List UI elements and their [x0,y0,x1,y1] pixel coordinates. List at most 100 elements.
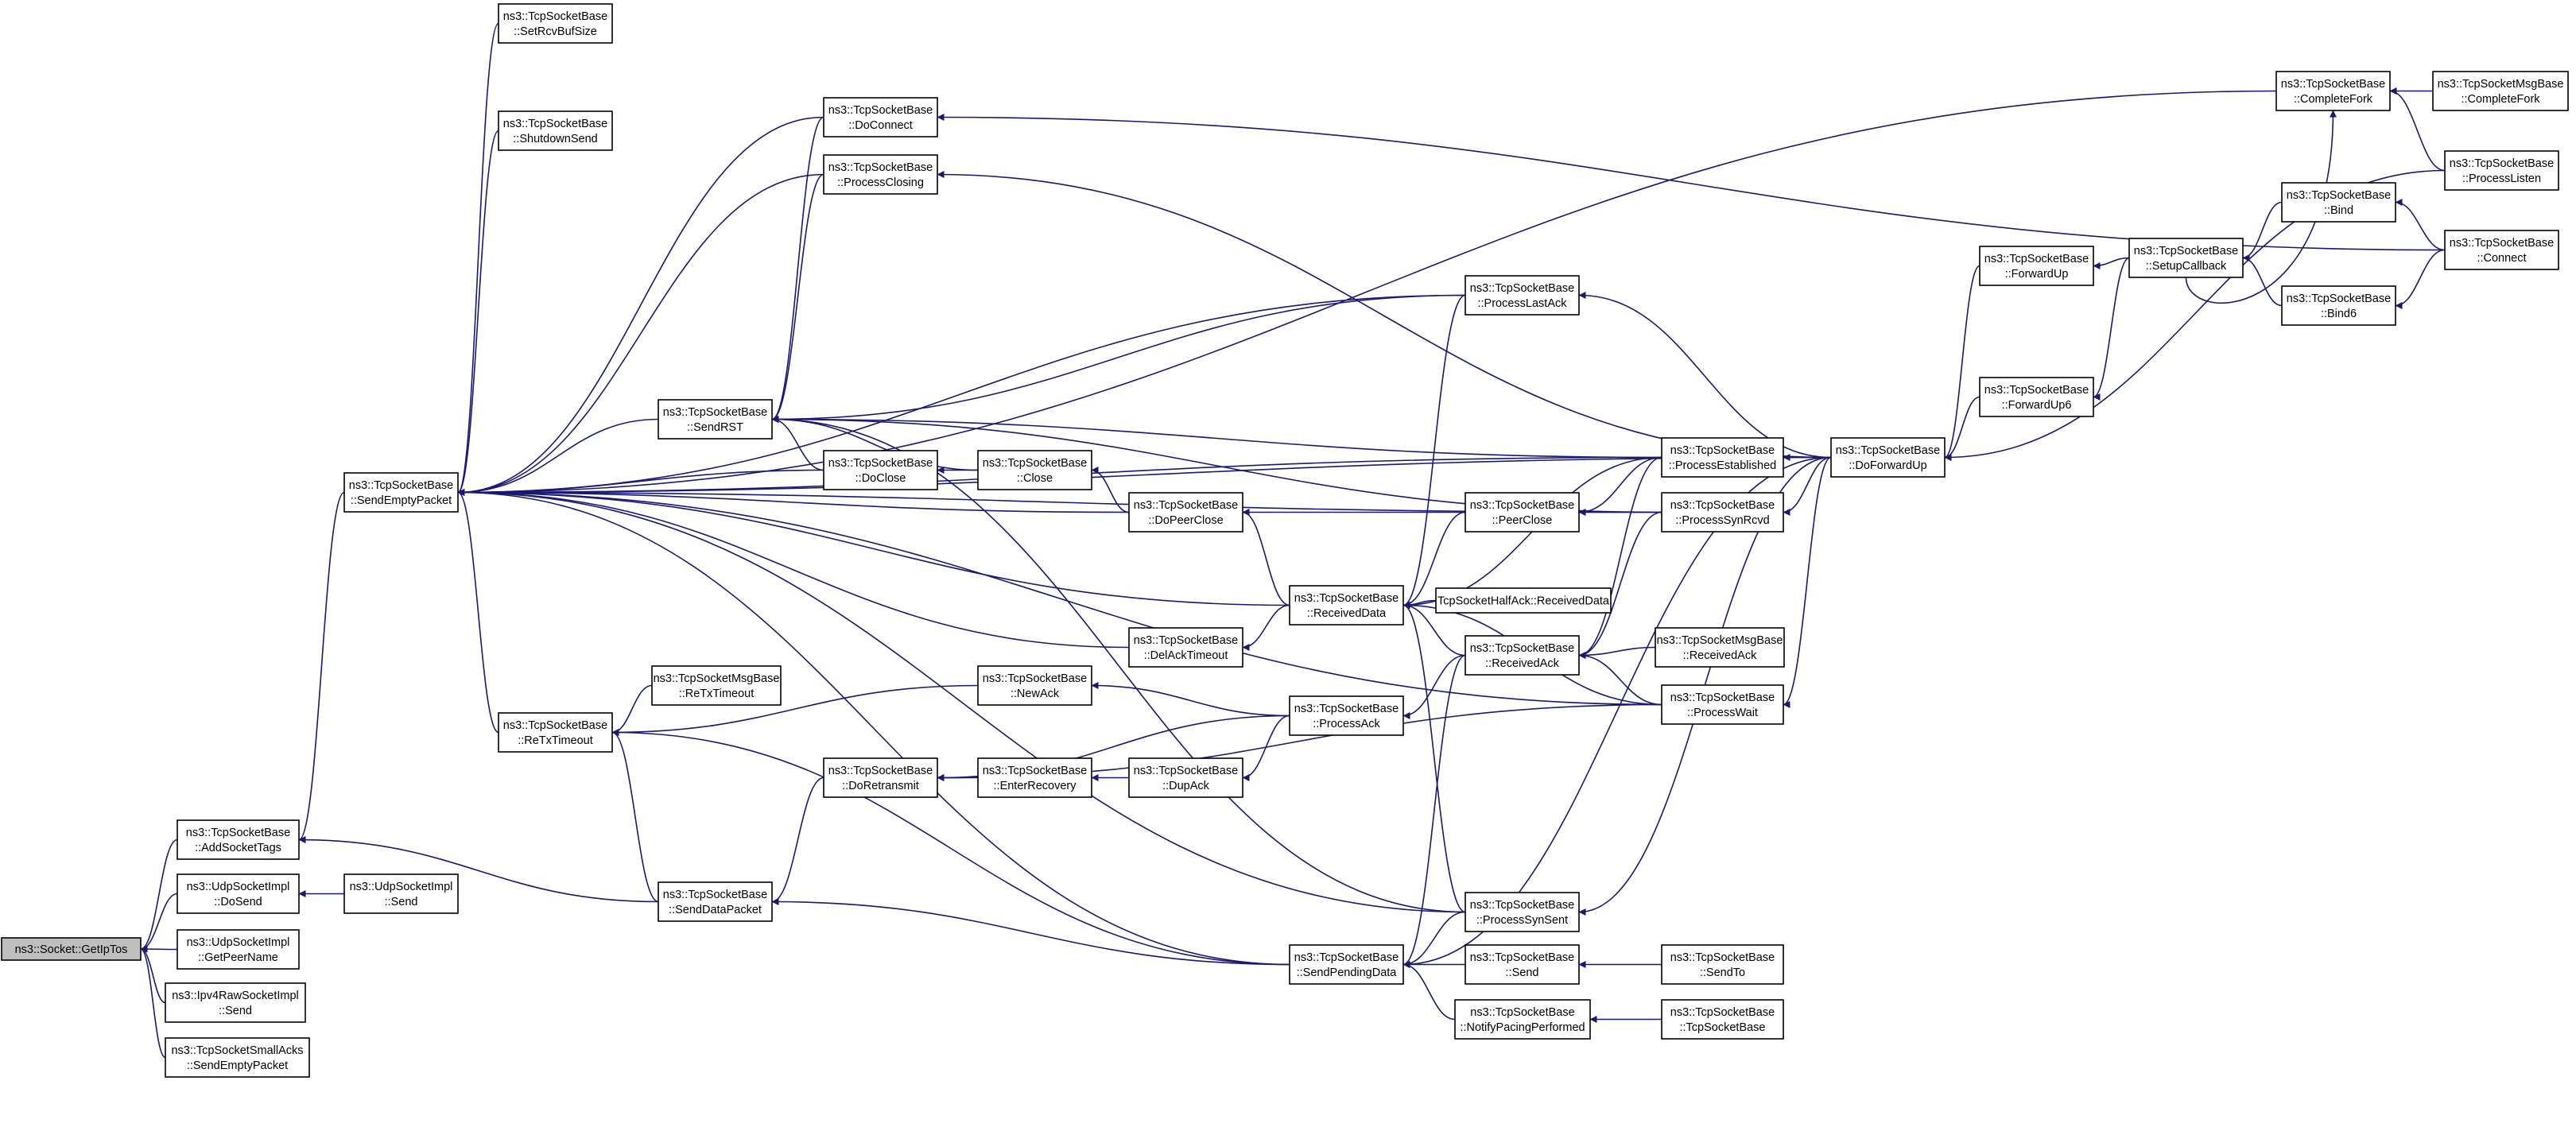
node-notifypacingperformed[interactable]: ns3::TcpSocketBase::NotifyPacingPerforme… [1454,999,1591,1040]
node-box [498,110,613,151]
node-receivedack[interactable]: ns3::TcpSocketBase::ReceivedAck [1465,635,1580,676]
node-label-line: ::ProcessWait [1687,707,1758,719]
node-box [2432,71,2569,111]
node-bind[interactable]: ns3::TcpSocketBase::Bind [2281,182,2396,223]
node-label-line: ::AddSocketTags [195,842,281,854]
node-processclosing[interactable]: ns3::TcpSocketBase::ProcessClosing [823,154,938,195]
node-label-line: ns3::TcpSocketBase [1984,384,2089,397]
edge-processsynsent-to-sendrst [771,416,1466,913]
node-label-line: ns3::UdpSocketImpl [187,881,290,893]
node-label-line: ns3::TcpSocketBase [503,118,607,130]
node-label-line: ::Send [1506,966,1539,979]
node-completefork[interactable]: ns3::TcpSocketBase::CompleteFork [2275,71,2391,111]
edge-processlisten-to-completefork [2389,87,2446,172]
node-label-line: ::Send [219,1005,252,1017]
node-dupack[interactable]: ns3::TcpSocketBase::DupAck [1128,757,1243,798]
node-label-line: ::ReceivedAck [1683,649,1757,662]
node-box [1830,437,1946,478]
node-close[interactable]: ns3::TcpSocketBase::Close [977,450,1092,490]
node-label-line: ::ProcessLastAck [1477,297,1567,310]
node-processsynsent[interactable]: ns3::TcpSocketBase::ProcessSynSent [1465,892,1580,932]
node-smallacks-sendempty[interactable]: ns3::TcpSocketSmallAcks::SendEmptyPacket [165,1037,310,1078]
node-getiptos[interactable]: ns3::Socket::GetIpTos [1,937,142,961]
edge-processsynrcvd-to-receivedack [1578,511,1662,659]
node-forwardup6[interactable]: ns3::TcpSocketBase::ForwardUp6 [1979,377,2094,417]
node-sendemptypacket[interactable]: ns3::TcpSocketBase::SendEmptyPacket [343,472,459,513]
edge-receiveddata-to-sendemptypacket [457,489,1290,606]
edge-doretransmit-to-senddatapacket [771,777,824,905]
node-ipv4raw-send[interactable]: ns3::Ipv4RawSocketImpl::Send [165,982,306,1023]
node-receiveddata[interactable]: ns3::TcpSocketBase::ReceivedData [1289,585,1404,626]
node-box [1289,695,1404,736]
node-processlisten[interactable]: ns3::TcpSocketBase::ProcessListen [2444,150,2559,191]
node-box [1128,492,1243,533]
node-setrcvbufsize[interactable]: ns3::TcpSocketBase::SetRcvBufSize [498,3,613,44]
node-label-line: ns3::TcpSocketSmallAcks [171,1044,303,1057]
node-dopeerclose[interactable]: ns3::TcpSocketBase::DoPeerClose [1128,492,1243,533]
node-shutdownsend[interactable]: ns3::TcpSocketBase::ShutdownSend [498,110,613,151]
edge-shutdownsend-to-sendemptypacket [457,130,499,496]
node-label-line: ::SetRcvBufSize [514,25,597,38]
node-label-line: ns3::TcpSocketBase [1294,592,1399,605]
node-msgbase-receivedack[interactable]: ns3::TcpSocketMsgBase::ReceivedAck [1655,627,1785,668]
node-processlastack[interactable]: ns3::TcpSocketBase::ProcessLastAck [1465,275,1580,316]
node-setupcallback[interactable]: ns3::TcpSocketBase::SetupCallback [2128,238,2244,278]
node-send[interactable]: ns3::TcpSocketBase::Send [1465,944,1580,985]
node-udp-getpeername[interactable]: ns3::UdpSocketImpl::GetPeerName [177,929,300,970]
node-enterrecovery[interactable]: ns3::TcpSocketBase::EnterRecovery [977,757,1092,798]
node-label-line: ::ReceivedAck [1485,657,1559,670]
node-label-line: ::Bind6 [2321,308,2357,320]
edge-processack-to-dupack [1242,715,1290,781]
node-label-line: ns3::TcpSocketBase [1470,899,1574,912]
node-processack[interactable]: ns3::TcpSocketBase::ProcessAck [1289,695,1404,736]
node-udp-dosend[interactable]: ns3::UdpSocketImpl::DoSend [177,873,300,914]
node-doforwardup[interactable]: ns3::TcpSocketBase::DoForwardUp [1830,437,1946,478]
node-box [1465,275,1580,316]
node-halfack-receiveddata[interactable]: TcpSocketHalfAck::ReceivedData [1435,587,1612,614]
node-connect[interactable]: ns3::TcpSocketBase::Connect [2444,230,2559,270]
node-label-line: ns3::TcpSocketBase [2287,189,2391,202]
node-msgbase-completefork[interactable]: ns3::TcpSocketMsgBase::CompleteFork [2432,71,2569,111]
node-box [177,929,300,970]
node-box [1128,757,1243,798]
node-box [977,757,1092,798]
node-processwait[interactable]: ns3::TcpSocketBase::ProcessWait [1661,684,1784,725]
node-label-line: ::GetPeerName [198,951,278,964]
node-label-line: TcpSocketHalfAck::ReceivedData [1437,595,1610,608]
node-msgbase-retxtimeout[interactable]: ns3::TcpSocketMsgBase::ReTxTimeout [651,665,782,706]
node-box [177,819,300,860]
node-doconnect[interactable]: ns3::TcpSocketBase::DoConnect [823,97,938,138]
node-sendrst[interactable]: ns3::TcpSocketBase::SendRST [658,399,773,440]
node-delacktimeout[interactable]: ns3::TcpSocketBase::DelAckTimeout [1128,627,1243,668]
node-bind6[interactable]: ns3::TcpSocketBase::Bind6 [2281,285,2396,326]
edge-doforwardup-to-sendpendingdata [1402,456,1832,968]
node-label-line: ns3::TcpSocketBase [828,765,933,777]
node-label-line: ns3::Socket::GetIpTos [15,943,128,956]
node-doretransmit[interactable]: ns3::TcpSocketBase::DoRetransmit [823,757,938,798]
edge-processsynrcvd-to-sendemptypacket [457,489,1662,513]
edge-processwait-to-receivedack [1578,652,1662,706]
node-retxtimeout[interactable]: ns3::TcpSocketBase::ReTxTimeout [498,712,613,753]
node-tcpsocketbase-ctor[interactable]: ns3::TcpSocketBase::TcpSocketBase [1661,999,1784,1040]
node-doclose[interactable]: ns3::TcpSocketBase::DoClose [823,450,938,490]
node-label-line: ns3::TcpSocketBase [983,672,1087,685]
node-label-line: ns3::TcpSocketBase [983,457,1087,470]
node-label-line: ::DoPeerClose [1148,514,1223,527]
node-addsockettags[interactable]: ns3::TcpSocketBase::AddSocketTags [177,819,300,860]
node-label-line: ns3::TcpSocketBase [663,889,767,901]
node-label-line: ns3::UdpSocketImpl [350,881,453,893]
node-sendto[interactable]: ns3::TcpSocketBase::SendTo [1661,944,1784,985]
node-udp-send[interactable]: ns3::UdpSocketImpl::Send [343,873,459,914]
node-processestablished[interactable]: ns3::TcpSocketBase::ProcessEstablished [1661,437,1784,478]
node-newack[interactable]: ns3::TcpSocketBase::NewAck [977,665,1092,706]
node-senddatapacket[interactable]: ns3::TcpSocketBase::SendDataPacket [658,881,773,922]
edge-peerclose-to-receiveddata [1402,511,1466,609]
node-processsynrcvd[interactable]: ns3::TcpSocketBase::ProcessSynRcvd [1661,492,1784,533]
node-label-line: ::SendPendingData [1297,966,1398,979]
node-label-line: ns3::TcpSocketBase [663,406,767,419]
node-peerclose[interactable]: ns3::TcpSocketBase::PeerClose [1465,492,1580,533]
node-sendpendingdata[interactable]: ns3::TcpSocketBase::SendPendingData [1289,944,1404,985]
node-forwardup[interactable]: ns3::TcpSocketBase::ForwardUp [1979,246,2094,286]
node-label-line: ::DoForwardUp [1849,459,1926,472]
